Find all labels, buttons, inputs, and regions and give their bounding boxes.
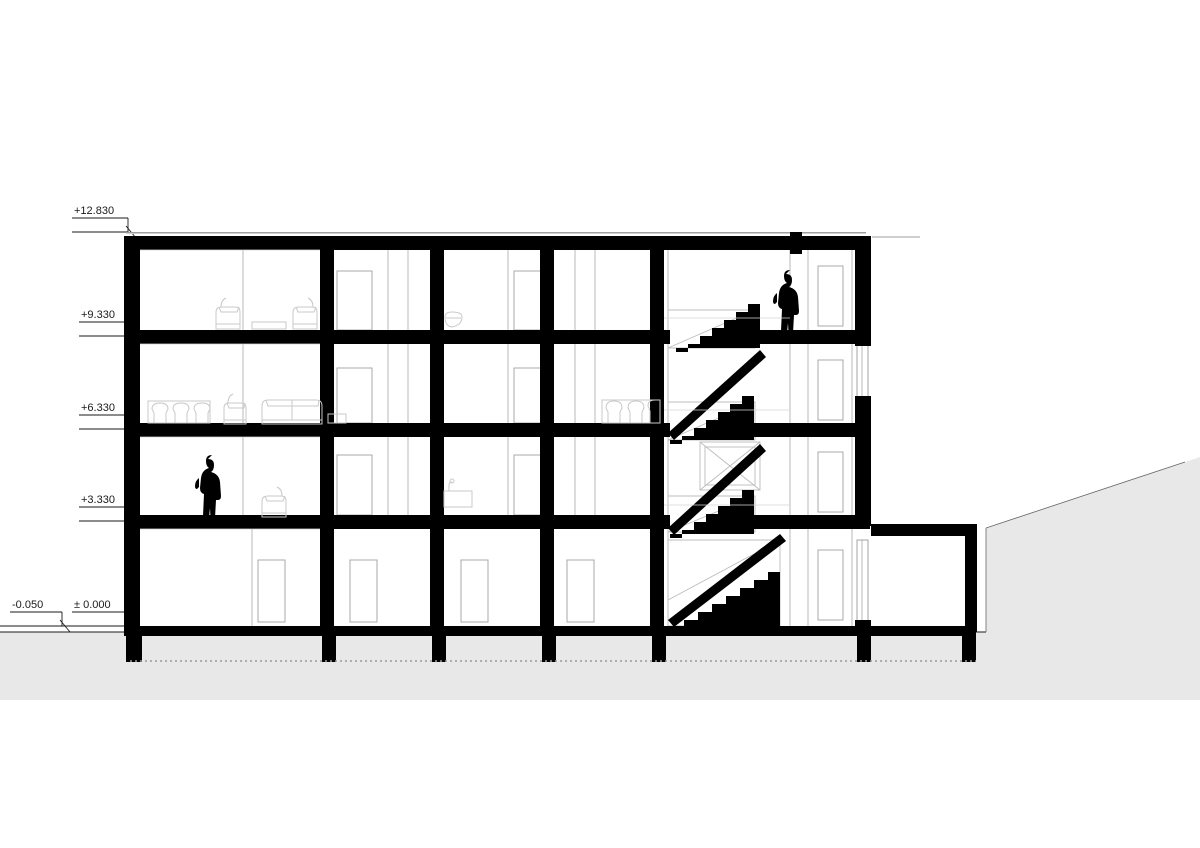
floor-slab-level2-left (124, 423, 670, 437)
column (650, 250, 664, 330)
level-marker-floor1: +3.330 (79, 494, 137, 528)
exterior-wall-right-mid (855, 396, 871, 526)
level-marker-terrain: -0.050 (10, 599, 71, 633)
foundation-pier (962, 636, 976, 662)
door (566, 559, 595, 623)
column (540, 250, 554, 330)
landing-slab-1 (748, 515, 870, 529)
door (817, 359, 844, 421)
column (320, 344, 334, 423)
foundation-pier (126, 636, 142, 662)
column (320, 529, 334, 626)
foundation-pier (542, 636, 556, 662)
level-label-floor1: +3.330 (81, 494, 115, 506)
foundation-pier (322, 636, 336, 662)
column (650, 437, 664, 515)
level-label-roof: +12.830 (74, 205, 114, 217)
hairline-details (140, 249, 790, 530)
stair-treads-flight-0 (670, 572, 780, 628)
level-label-terrain: -0.050 (12, 599, 43, 611)
furniture-side-table (327, 413, 347, 424)
stair-treads-flight-3 (676, 304, 760, 352)
furniture-washbasin (444, 311, 463, 328)
floor-slab-level1-left (124, 515, 670, 529)
terrain-slope-line (985, 461, 1186, 529)
floor-slab-level3-left (124, 330, 670, 344)
roof-slab (124, 236, 870, 250)
stair-well-box-inner (704, 446, 756, 486)
stringer-upper (668, 350, 766, 440)
furniture-armchair (223, 393, 247, 425)
roof-edge-right (872, 236, 920, 238)
furniture-dining-chairs (147, 400, 211, 424)
structure-group (124, 232, 977, 662)
column (650, 344, 664, 423)
stair-treads-flight-2 (670, 396, 754, 444)
foundation-pier (857, 636, 871, 662)
foundation-pier (652, 636, 666, 662)
column (320, 437, 334, 515)
stringer-mid (668, 444, 766, 535)
ground-fill (0, 457, 1200, 700)
door (349, 559, 378, 623)
furniture-dining-chairs (601, 399, 661, 424)
stringer-lower (668, 534, 786, 627)
furniture-sofa (261, 399, 323, 425)
furniture-coffee-table (251, 321, 287, 330)
landing-slab-2 (748, 423, 870, 437)
level-tick-terrain (59, 619, 71, 633)
exterior-wall-right-lower (855, 620, 871, 634)
furniture-sink (443, 478, 473, 508)
level-label-floor3: +9.330 (81, 309, 115, 321)
person-silhouette-first-floor (195, 455, 221, 528)
furniture-armchair (215, 297, 241, 330)
column (430, 344, 444, 423)
door (817, 549, 844, 621)
level-label-ground: ± 0.000 (74, 599, 111, 611)
level-label-floor2: +6.330 (81, 402, 115, 414)
door (460, 559, 489, 623)
stair-treads-flight-1 (670, 490, 754, 538)
door (817, 265, 844, 327)
human-figures-group (195, 270, 799, 528)
column (540, 529, 554, 626)
landing-slab-3 (750, 330, 870, 344)
furniture-armchair (292, 297, 318, 330)
door (817, 451, 844, 513)
column (540, 437, 554, 515)
annex-roof-slab (871, 524, 977, 536)
foundation-pier (432, 636, 446, 662)
exterior-wall-left (124, 236, 140, 632)
furniture-armchair (261, 486, 287, 518)
stair-well-box (699, 441, 761, 491)
column (430, 529, 444, 626)
roof-upstand (790, 232, 802, 254)
annex-wall-right (965, 524, 977, 632)
column (650, 529, 664, 626)
column (430, 437, 444, 515)
column (540, 344, 554, 423)
column (320, 250, 334, 330)
door (257, 559, 286, 623)
base-slab (124, 626, 976, 636)
window (856, 539, 869, 626)
window (856, 344, 869, 398)
furniture-group (147, 297, 661, 518)
person-silhouette-landing (773, 270, 799, 343)
exterior-wall-right-upper (855, 236, 871, 346)
stair-stringers (668, 350, 786, 627)
column (430, 250, 444, 330)
stair-cut-flights (670, 304, 780, 628)
